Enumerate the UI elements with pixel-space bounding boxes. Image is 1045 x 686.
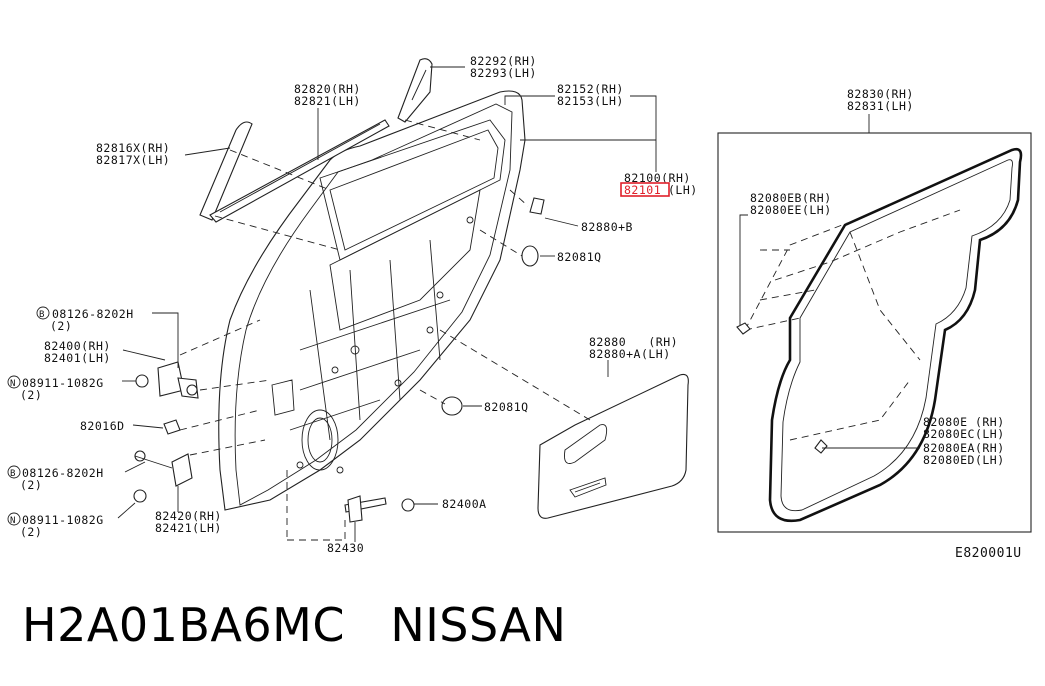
moulding-parts xyxy=(199,58,545,416)
label-82880b: 82880+B xyxy=(581,220,633,234)
label-82400: 82400(RH) xyxy=(44,339,111,353)
label-82101: 82101 xyxy=(624,183,661,197)
label-82080ed: 82080ED(LH) xyxy=(923,453,1005,467)
label-08126-lower-qty: (2) xyxy=(20,478,42,492)
weatherstrip-inset xyxy=(717,114,1032,533)
label-08126-lower: 08126-8202H xyxy=(22,466,104,480)
label-82816x: 82816X(RH) xyxy=(96,141,170,155)
label-82420: 82420(RH) xyxy=(155,509,222,523)
alignment-lines xyxy=(179,119,591,541)
label-82080e: 82080E (RH) xyxy=(923,415,1005,429)
label-82821: 82821(LH) xyxy=(294,94,361,108)
label-82401: 82401(LH) xyxy=(44,351,111,365)
label-82080ec: 82080EC(LH) xyxy=(923,427,1005,441)
label-08911-upper-qty: (2) xyxy=(20,388,42,402)
label-82016d: 82016D xyxy=(80,419,125,433)
label-82292: 82292(RH) xyxy=(470,54,537,68)
label-82080ea: 82080EA(RH) xyxy=(923,441,1005,455)
label-82430: 82430 xyxy=(327,541,364,555)
label-82831: 82831(LH) xyxy=(847,99,914,113)
label-82880a: 82880+A(LH) xyxy=(589,347,671,361)
door-panel xyxy=(218,90,526,511)
part-number-title: H2A01BA6MC NISSAN xyxy=(22,598,567,652)
circle-n-icon: N xyxy=(10,379,16,389)
circle-n-icon: N xyxy=(10,516,16,526)
label-82081q-upper: 82081Q xyxy=(557,250,602,264)
label-08911-lower-qty: (2) xyxy=(20,525,42,539)
highlight-box xyxy=(620,182,670,197)
clip-icon xyxy=(814,439,828,454)
label-82293: 82293(LH) xyxy=(470,66,537,80)
label-08126-upper: 08126-8202H xyxy=(52,307,134,321)
trim-panel xyxy=(537,373,689,519)
label-82820: 82820(RH) xyxy=(294,82,361,96)
label-82152: 82152(RH) xyxy=(557,82,624,96)
label-82101-lh: (LH) xyxy=(668,183,698,197)
label-82153: 82153(LH) xyxy=(557,94,624,108)
label-82080eb: 82080EB(RH) xyxy=(750,191,832,205)
part-labels: 82292(RH) 82293(LH) 82820(RH) 82821(LH) … xyxy=(7,54,1022,561)
label-82080ee: 82080EE(LH) xyxy=(750,203,832,217)
clip-icon xyxy=(736,322,751,335)
label-82421: 82421(LH) xyxy=(155,521,222,535)
circle-b-icon: B xyxy=(10,469,16,479)
leader-lines xyxy=(117,66,657,542)
label-82817x: 82817X(LH) xyxy=(96,153,170,167)
label-82400a: 82400A xyxy=(442,497,487,511)
label-08126-upper-qty: (2) xyxy=(50,319,72,333)
label-82100: 82100(RH) xyxy=(624,171,691,185)
label-82880: 82880 (RH) xyxy=(589,335,678,349)
label-82081q-lower: 82081Q xyxy=(484,400,529,414)
label-08911-lower: 08911-1082G xyxy=(22,513,104,527)
diagram-code: E820001U xyxy=(955,546,1022,561)
label-82830: 82830(RH) xyxy=(847,87,914,101)
circle-b-icon: B xyxy=(39,310,45,320)
label-08911-upper: 08911-1082G xyxy=(22,376,104,390)
